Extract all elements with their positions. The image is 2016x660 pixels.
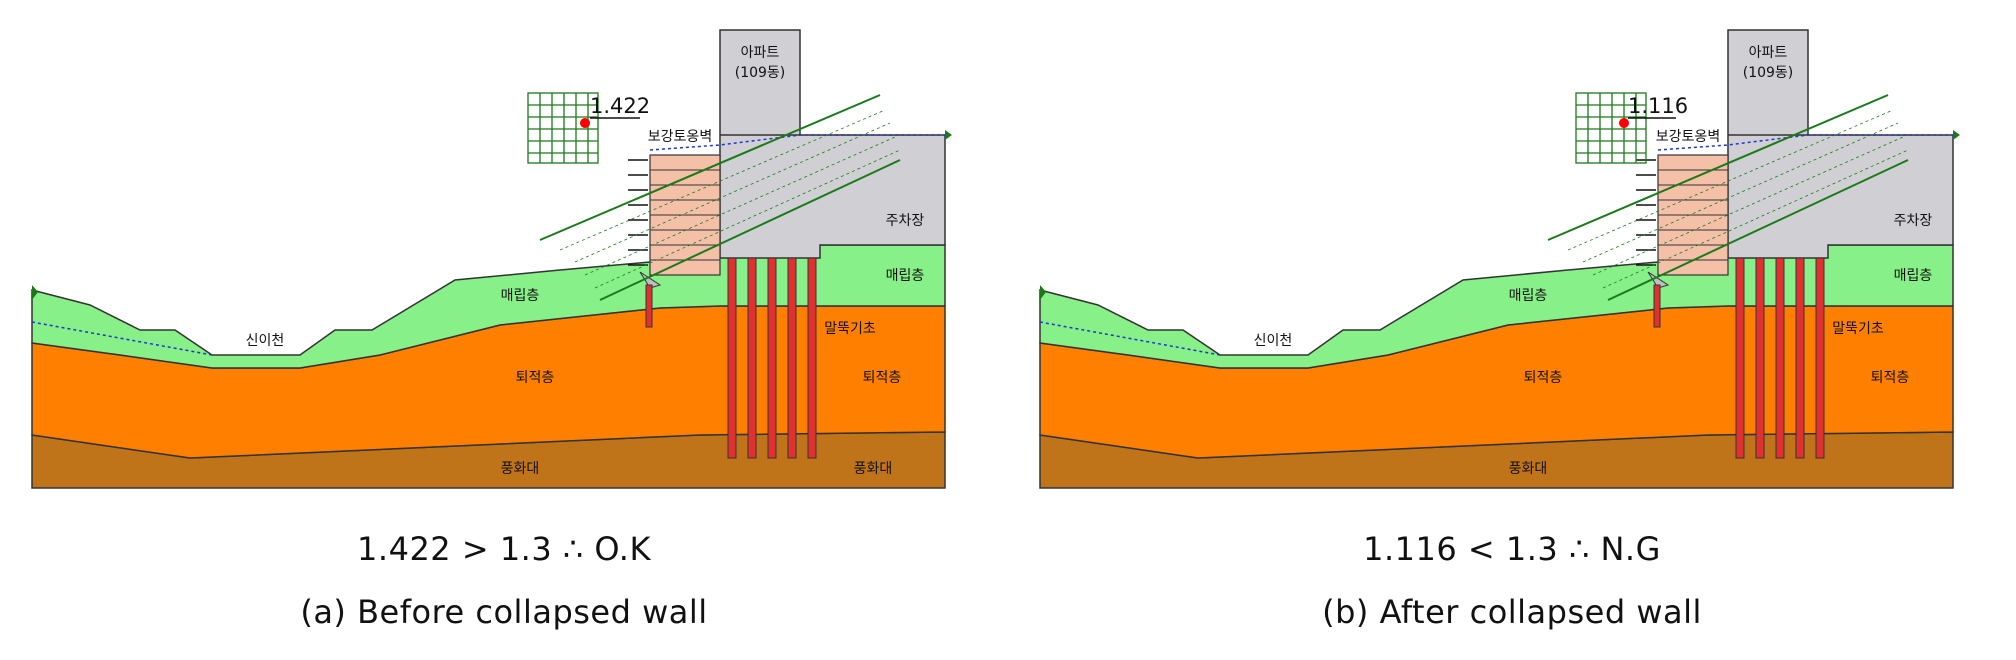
label-weathered-center: 풍화대 (501, 461, 540, 477)
label-sediment-right: 퇴적층 (1871, 370, 1910, 386)
label-parking: 주차장 (886, 213, 925, 229)
label-sediment-center: 퇴적층 (1524, 370, 1563, 386)
stability-result: 1.422 > 1.3 ∴ O.K (357, 530, 651, 568)
pile-foundation (727, 257, 817, 459)
label-fill-left: 매립층 (501, 288, 540, 304)
label-fill-right: 매립층 (886, 268, 925, 284)
label-pile-foundation: 말뚝기초 (1832, 321, 1884, 337)
label-fill-right: 매립층 (1894, 268, 1933, 284)
label-apartment-bldg: (109동) (1743, 65, 1794, 81)
label-apartment: 아파트 (1749, 45, 1788, 61)
panel-after: 1.116 아파트 (109동) 보강토옹벽 주차장 매립층 매립층 신이천 말… (1008, 0, 2016, 660)
critical-center-point (580, 118, 590, 128)
slip-center-grid (527, 92, 599, 164)
stability-result: 1.116 < 1.3 ∴ N.G (1363, 530, 1661, 568)
label-stream: 신이천 (1254, 333, 1293, 349)
factor-of-safety-label: 1.422 (590, 94, 650, 118)
label-weathered-center: 풍화대 (1509, 461, 1548, 477)
critical-center-point (1619, 118, 1629, 128)
cross-section-diagram: 1.422 아파트 (109동) 보강토옹벽 주차장 매립층 매립층 신이천 말… (31, 29, 952, 489)
label-apartment: 아파트 (741, 45, 780, 61)
label-weathered-right: 풍화대 (854, 461, 893, 477)
label-reinforced-wall: 보강토옹벽 (1656, 129, 1720, 145)
label-apartment-bldg: (109동) (735, 65, 786, 81)
panel-caption: (b) After collapsed wall (1322, 593, 1702, 631)
cross-section-diagram: 1.116 아파트 (109동) 보강토옹벽 주차장 매립층 매립층 신이천 말… (1039, 29, 1960, 489)
panel-caption: (a) Before collapsed wall (300, 593, 708, 631)
label-pile-foundation: 말뚝기초 (824, 321, 876, 337)
label-sediment-right: 퇴적층 (863, 370, 902, 386)
panel-before: 1.422 아파트 (109동) 보강토옹벽 주차장 매립층 매립층 신이천 말… (31, 29, 952, 631)
pile-foundation (1735, 257, 1825, 459)
factor-of-safety-label: 1.116 (1628, 94, 1688, 118)
label-sediment-center: 퇴적층 (516, 370, 555, 386)
label-reinforced-wall: 보강토옹벽 (648, 129, 712, 145)
label-parking: 주차장 (1894, 213, 1933, 229)
label-fill-left: 매립층 (1509, 288, 1548, 304)
label-stream: 신이천 (246, 333, 285, 349)
